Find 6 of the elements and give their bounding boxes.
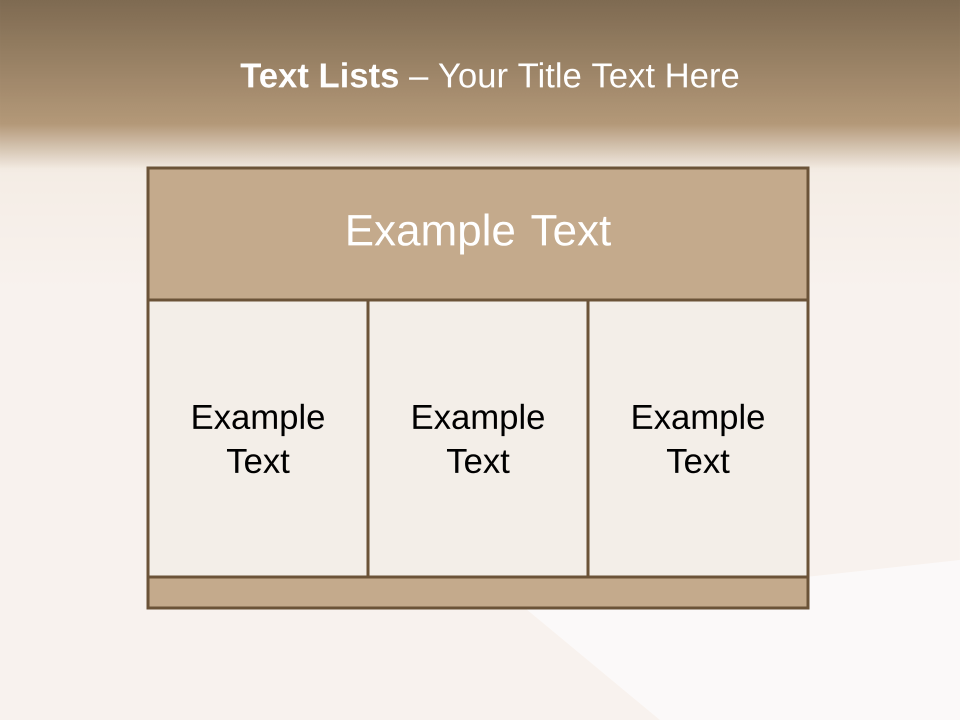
table-cell: Example Text [146,298,370,578]
footer-bar [146,576,810,610]
table-header: Example Text [146,166,810,302]
slide-title: Text Lists – Your Title Text Here [240,62,738,88]
table-cell: Example Text [366,298,590,578]
table-cell: Example Text [586,298,810,578]
